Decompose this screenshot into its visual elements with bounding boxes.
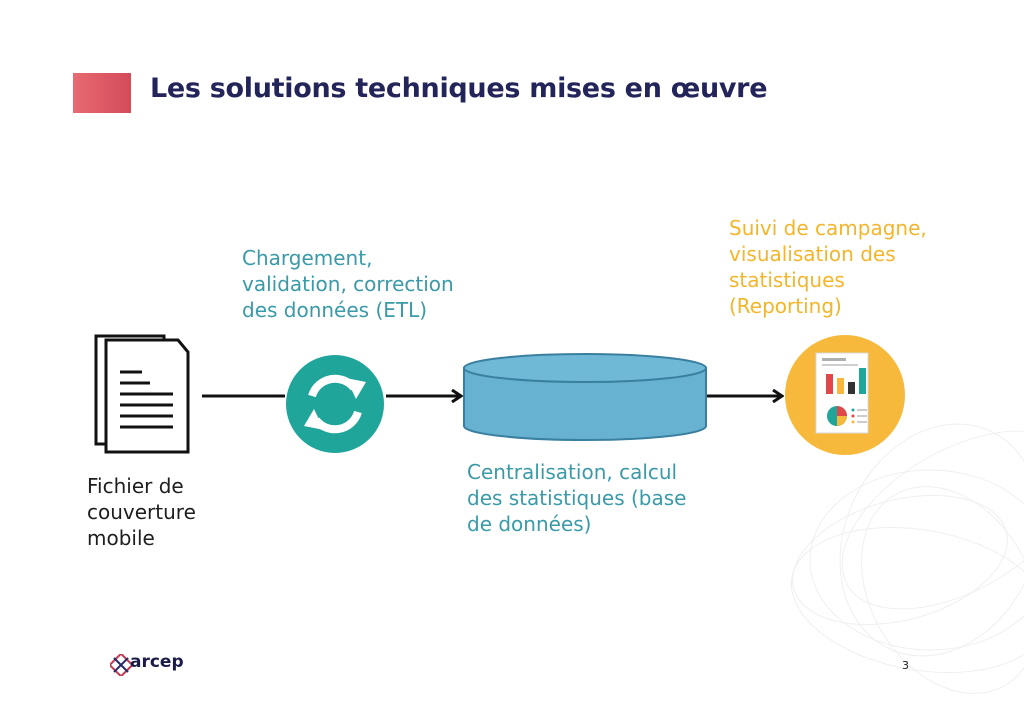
database-label: Centralisation, calcul des statistiques … [467, 460, 687, 536]
document-icon [94, 334, 190, 454]
database-icon [463, 353, 707, 441]
arcep-logo: arcep [130, 652, 184, 672]
page-number: 3 [902, 659, 909, 672]
background-swirl [790, 423, 1024, 694]
sync-icon [286, 355, 384, 453]
reporting-label: Suivi de campagne, visualisation des sta… [729, 216, 927, 318]
file-label: Fichier de couverture mobile [87, 474, 196, 550]
arcep-logo-icon [110, 654, 132, 676]
etl-label: Chargement, validation, correction des d… [242, 246, 454, 322]
page-title: Les solutions techniques mises en œuvre [150, 73, 768, 104]
title-accent-bar [73, 73, 131, 113]
report-icon [785, 335, 905, 455]
